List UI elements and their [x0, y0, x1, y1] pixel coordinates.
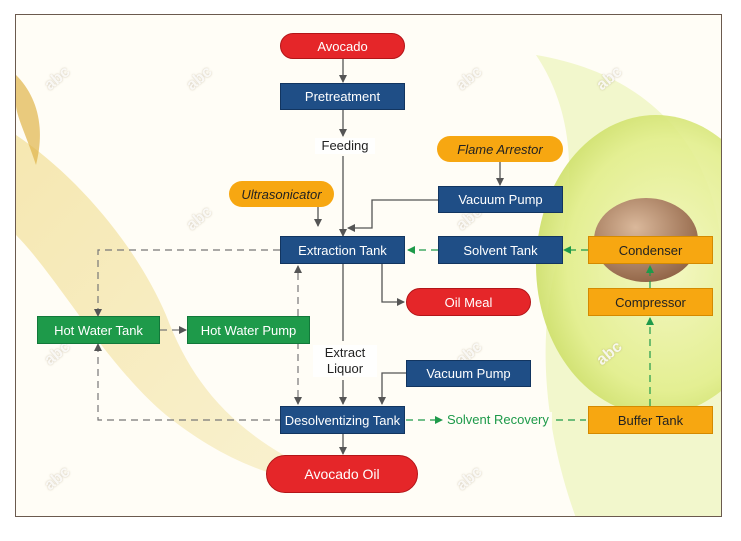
dashed-extraction-to-hotwater	[94, 249, 280, 317]
node-ultrasonicator: Ultrasonicator	[229, 181, 334, 207]
oil-drop-left	[16, 75, 40, 165]
node-solvent-tank: Solvent Tank	[438, 236, 563, 264]
node-avocado-oil: Avocado Oil	[266, 455, 418, 493]
node-vacuum-pump-bottom: Vacuum Pump	[406, 360, 531, 387]
node-compressor: Compressor	[588, 288, 713, 316]
node-desolventizing-tank: Desolventizing Tank	[280, 406, 405, 434]
node-hot-water-pump: Hot Water Pump	[187, 316, 310, 344]
node-oil-meal: Oil Meal	[406, 288, 531, 316]
node-flame-arrestor: Flame Arrestor	[437, 136, 563, 162]
node-avocado: Avocado	[280, 33, 405, 59]
arrow-vacuum-to-desolventizing	[378, 372, 406, 405]
node-extraction-tank: Extraction Tank	[280, 236, 405, 264]
label-extract-liquor: Extract Liquor	[313, 345, 377, 377]
node-buffer-tank: Buffer Tank	[588, 406, 713, 434]
label-solvent-recovery: Solvent Recovery	[444, 412, 552, 427]
node-hot-water-tank: Hot Water Tank	[37, 316, 160, 344]
label-feeding: Feeding	[315, 138, 375, 154]
oil-splash	[16, 135, 346, 485]
node-condenser: Condenser	[588, 236, 713, 264]
dashed-desolventizing-to-hotwater	[94, 343, 282, 421]
node-vacuum-pump-top: Vacuum Pump	[438, 186, 563, 213]
arrow-vacuum-to-extraction	[347, 199, 438, 232]
arrow-extraction-to-oilmeal	[381, 264, 405, 306]
node-pretreatment: Pretreatment	[280, 83, 405, 110]
